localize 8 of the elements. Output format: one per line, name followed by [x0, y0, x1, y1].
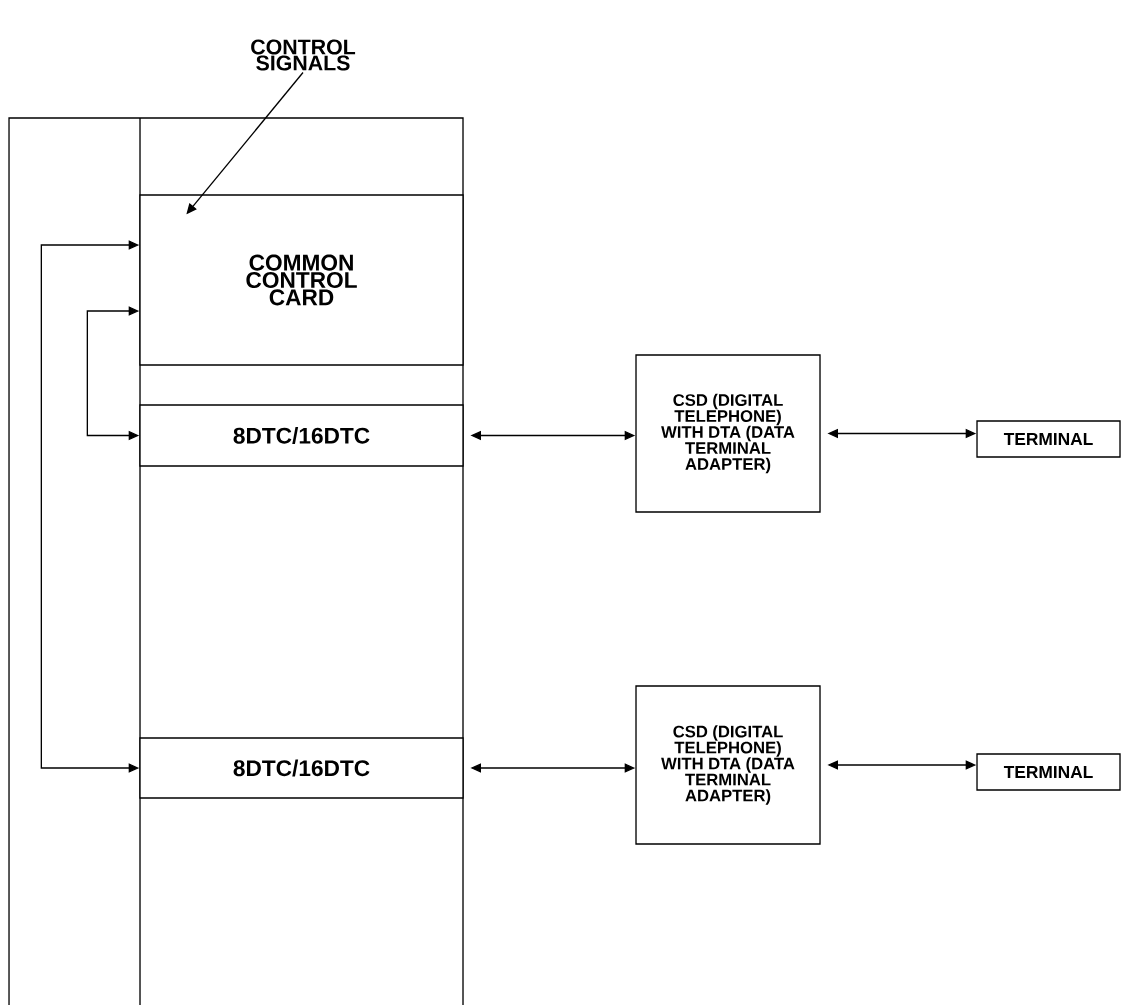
- card-box: TERMINAL: [976, 753, 1121, 791]
- card-box: 8DTC/16DTC: [139, 404, 464, 467]
- card-box: CSD (DIGITAL TELEPHONE) WITH DTA (DATA TERMINAL ADAPTER): [635, 685, 821, 845]
- card-box: CSD (DIGITAL TELEPHONE) WITH DTA (DATA TERMINAL ADAPTER): [635, 354, 821, 513]
- card-box: 8DTC/16DTC: [139, 737, 464, 799]
- callout-label: CONTROL SIGNALS: [251, 39, 356, 71]
- card-box: TERMINAL: [976, 420, 1121, 458]
- card-box: COMMON CONTROL CARD: [139, 194, 464, 366]
